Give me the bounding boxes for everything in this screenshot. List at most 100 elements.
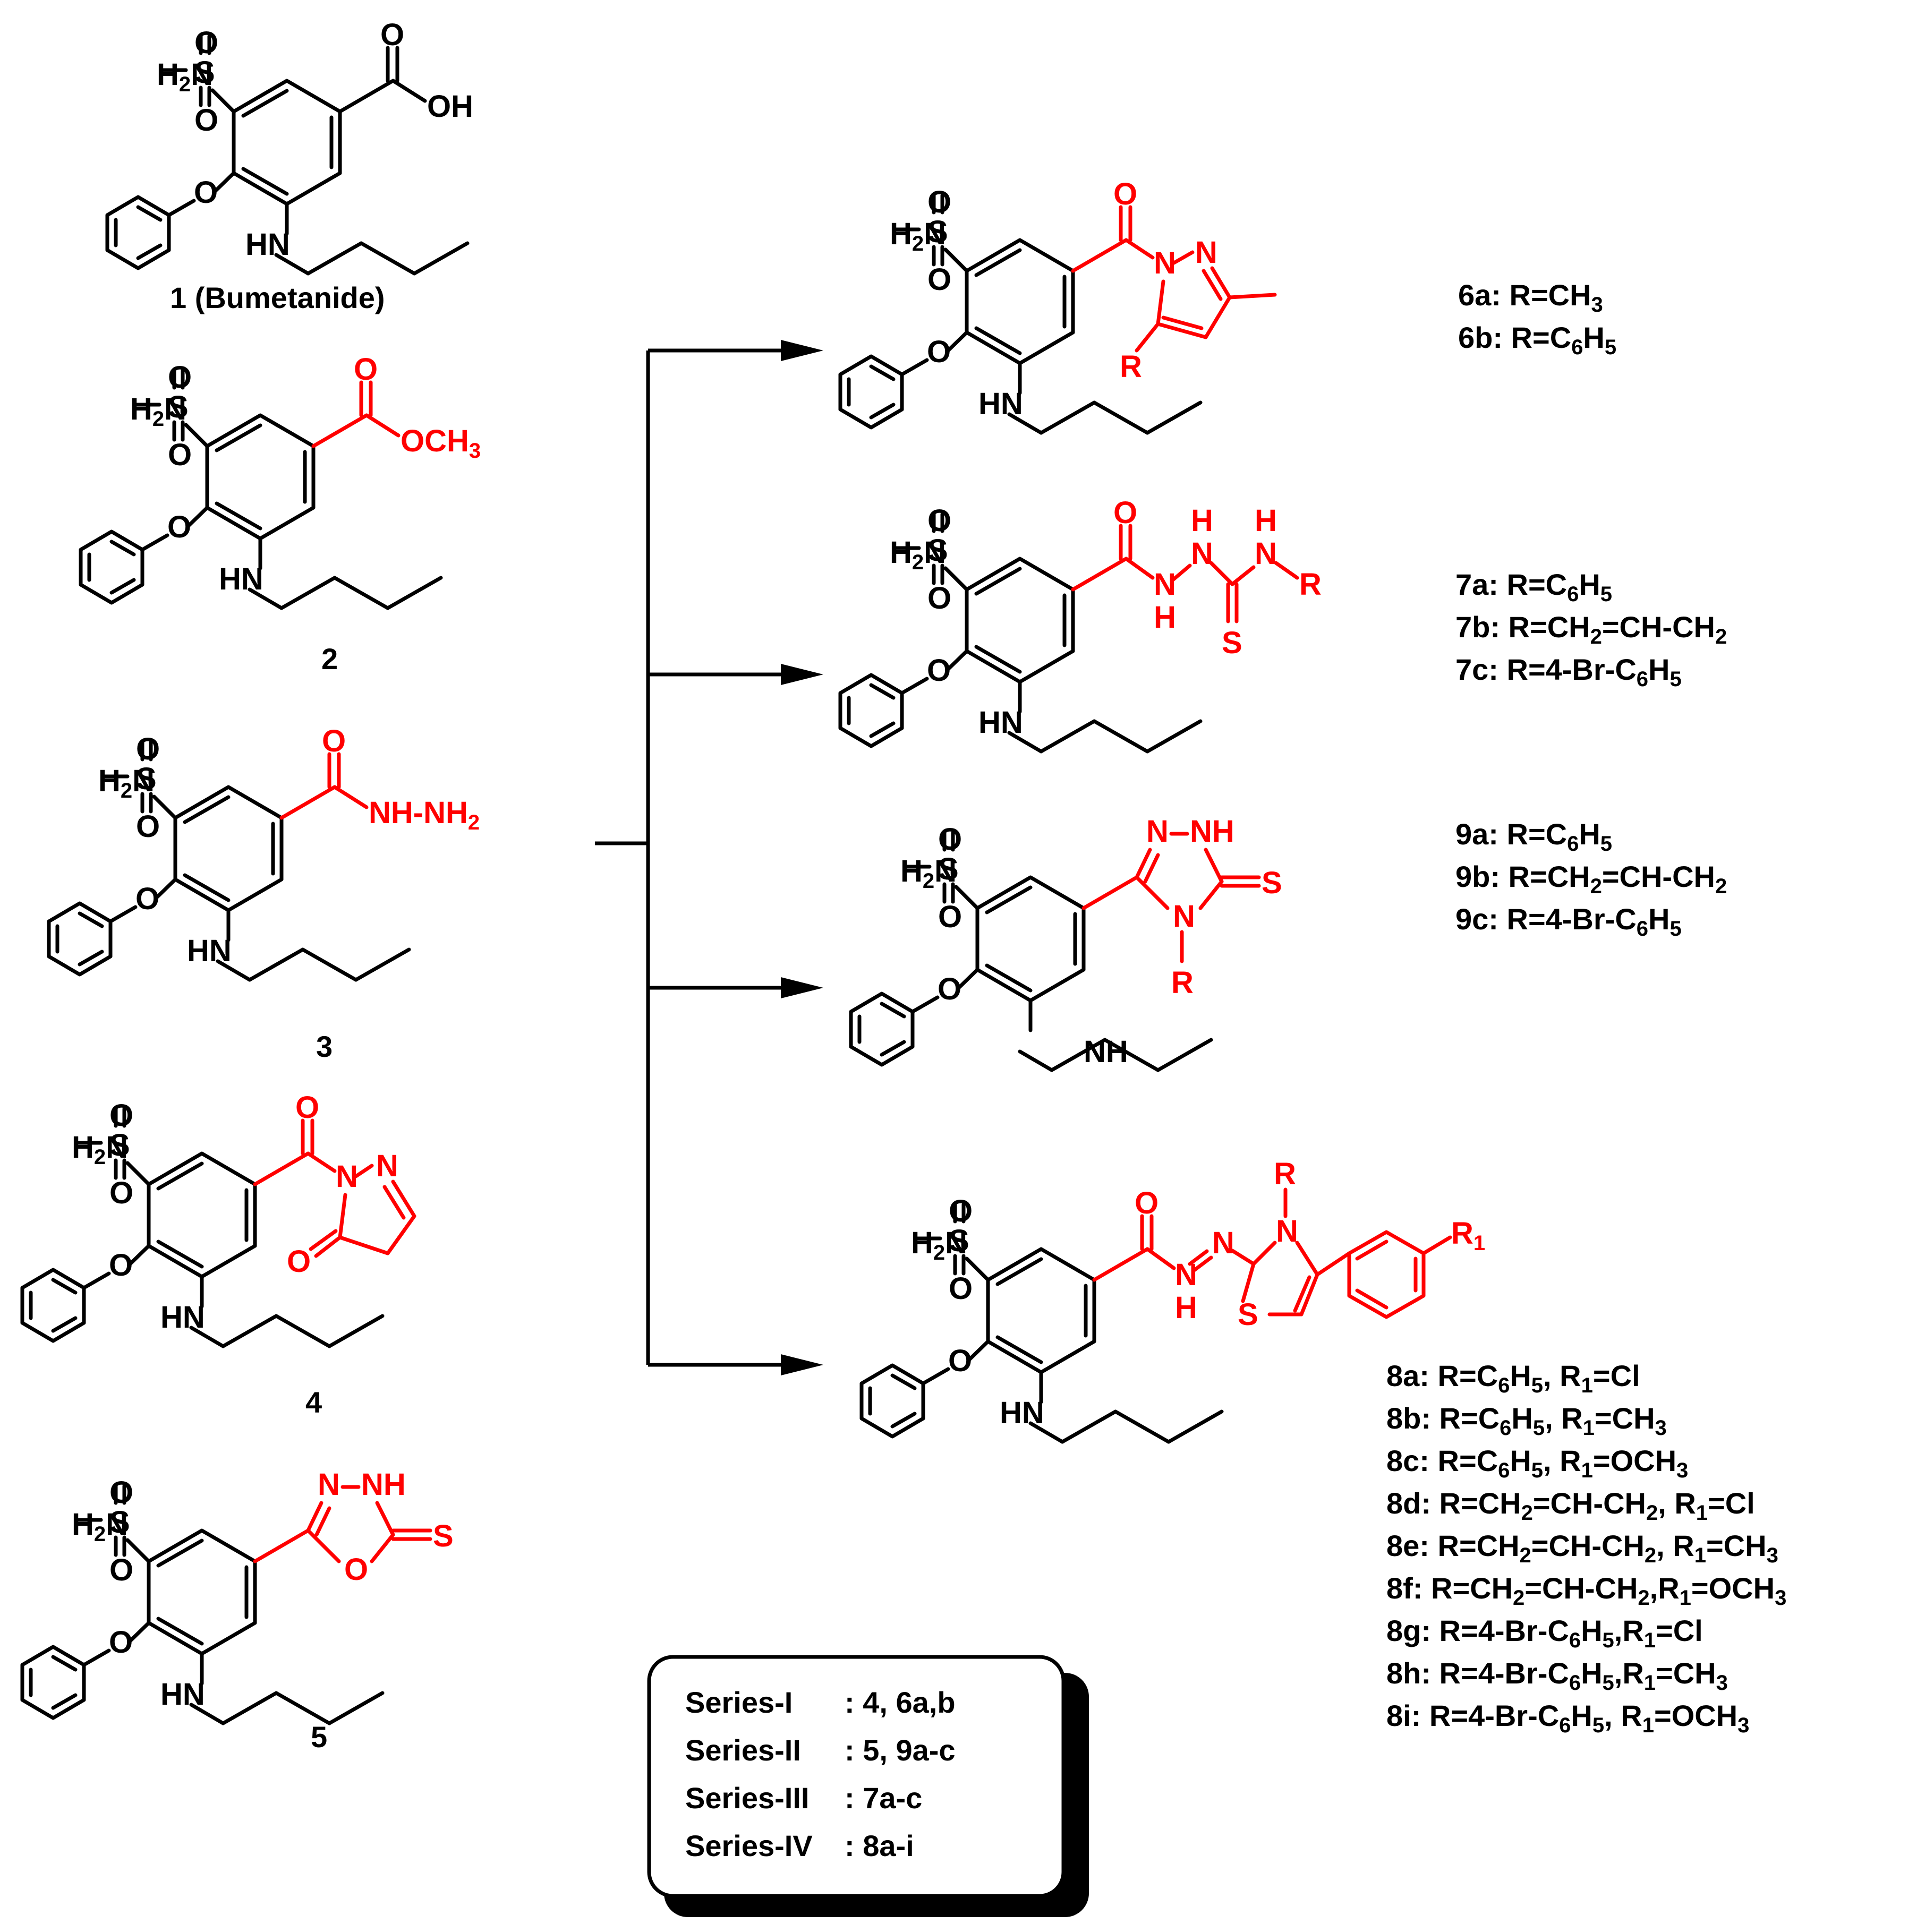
svg-text:O: O (927, 335, 951, 369)
series-members: : 5, 9a-c (845, 1733, 956, 1767)
svg-text:S: S (927, 533, 948, 568)
svg-text:O: O (938, 822, 962, 857)
svg-text:H: H (1154, 600, 1176, 635)
substituent-6a: 6a: R=CH3 (1458, 278, 1603, 317)
carbonyl-oxygen: O (380, 18, 404, 52)
series-members: : 4, 6a,b (845, 1686, 956, 1719)
svg-text:N: N (1154, 567, 1176, 602)
svg-text:H2N: H2N (900, 854, 957, 893)
substituent-8a: 8a: R=C6H5, R1=Cl (1386, 1359, 1640, 1397)
r1-label: R1 (1451, 1216, 1485, 1255)
svg-text:O: O (1113, 495, 1137, 530)
substituents-7: 7a: R=C6H5 7b: R=CH2=CH-CH2 7c: R=4-Br-C… (1455, 568, 1727, 691)
svg-text:S: S (168, 390, 189, 424)
compound-2: H2N S O O O HN O OCH3 2 (81, 352, 481, 676)
svg-text:N: N (1212, 1226, 1234, 1260)
svg-text:O: O (109, 1553, 133, 1587)
svg-text:O: O (1113, 177, 1137, 211)
svg-text:O: O (927, 653, 951, 688)
substituent-6b: 6b: R=C6H5 (1458, 321, 1616, 359)
substituent-8f: 8f: R=CH2=CH-CH2,R1=OCH3 (1386, 1571, 1786, 1610)
substituent-9b: 9b: R=CH2=CH-CH2 (1455, 860, 1727, 898)
oxygen-atom: O (194, 103, 218, 138)
svg-text:H2N: H2N (890, 217, 946, 255)
svg-text:N: N (1146, 814, 1169, 849)
svg-text:HN: HN (978, 705, 1023, 740)
svg-text:S: S (109, 1505, 130, 1540)
substituents-9: 9a: R=C6H5 9b: R=CH2=CH-CH2 9c: R=4-Br-C… (1455, 817, 1727, 941)
substituent-8e: 8e: R=CH2=CH-CH2, R1=CH3 (1386, 1529, 1778, 1567)
svg-text:N: N (1191, 536, 1213, 571)
svg-text:R: R (1274, 1157, 1296, 1191)
svg-text:O: O (948, 1344, 972, 1378)
svg-text:O: O (168, 438, 192, 472)
ether-oxygen: O (194, 175, 218, 210)
svg-text:NH: NH (1084, 1035, 1128, 1069)
svg-text:S: S (433, 1519, 454, 1553)
svg-text:H2N: H2N (890, 535, 946, 574)
svg-text:O: O (136, 732, 160, 766)
svg-text:O: O (344, 1552, 368, 1587)
svg-text:HN: HN (187, 934, 232, 968)
compound-label: 5 (311, 1720, 327, 1754)
svg-text:HN: HN (978, 387, 1023, 421)
svg-text:O: O (135, 882, 159, 916)
sulfur-atom: S (194, 55, 215, 90)
svg-text:N: N (1173, 899, 1195, 934)
compound-7: H2N S O O O HN O N H N H S N H R (840, 495, 1322, 751)
svg-text:H2N: H2N (72, 1130, 128, 1169)
svg-text:O: O (354, 352, 378, 387)
svg-text:HN: HN (219, 562, 263, 596)
svg-text:O: O (927, 503, 951, 538)
series-name: Series-III (685, 1781, 809, 1815)
svg-text:NH: NH (1190, 814, 1234, 849)
oxygen-atom: O (194, 25, 218, 60)
hydrazide-label: NH-NH2 (369, 796, 480, 834)
svg-text:S: S (927, 215, 948, 249)
series-legend: Series-I : 4, 6a,b Series-II : 5, 9a-c S… (647, 1655, 1089, 1917)
substituent-8g: 8g: R=4-Br-C6H5,R1=Cl (1386, 1614, 1703, 1652)
svg-text:R: R (1120, 349, 1142, 384)
hydroxyl-label: OH (427, 89, 473, 124)
svg-text:O: O (167, 510, 191, 544)
amine-label: HN (245, 227, 290, 262)
substituents-8: 8a: R=C6H5, R1=Cl 8b: R=C6H5, R1=CH3 8c:… (1386, 1359, 1786, 1737)
compound-label: 2 (321, 642, 338, 676)
svg-text:O: O (938, 972, 961, 1006)
svg-text:H2N: H2N (98, 764, 155, 802)
svg-text:S: S (1262, 866, 1282, 900)
svg-text:O: O (927, 262, 951, 297)
svg-text:O: O (927, 185, 951, 219)
substituent-8i: 8i: R=4-Br-C6H5, R1=OCH3 (1386, 1699, 1749, 1737)
svg-text:O: O (1135, 1186, 1159, 1220)
svg-text:R: R (1299, 567, 1322, 602)
svg-text:O: O (949, 1271, 973, 1306)
svg-text:O: O (949, 1194, 973, 1228)
svg-text:O: O (109, 1625, 133, 1660)
svg-text:O: O (322, 724, 346, 758)
reaction-arrows (595, 340, 823, 1375)
svg-text:H2N: H2N (130, 392, 186, 431)
substituent-9a: 9a: R=C6H5 (1455, 817, 1612, 856)
svg-text:N: N (318, 1467, 340, 1502)
compound-6: H2N S O O O HN O N N R (840, 177, 1277, 433)
compound-5: H2N S O O O HN N NH O S 5 (22, 1467, 454, 1754)
svg-text:S: S (938, 852, 959, 886)
svg-text:O: O (136, 809, 160, 844)
compound-1: H2N S O O O HN O OH 1 (Bumetanide) (107, 18, 473, 314)
substituent-9c: 9c: R=4-Br-C6H5 (1455, 902, 1682, 941)
svg-text:R: R (1171, 965, 1194, 1000)
svg-text:H2N: H2N (911, 1226, 967, 1264)
svg-text:N: N (1195, 235, 1217, 270)
substituent-7a: 7a: R=C6H5 (1455, 568, 1612, 606)
svg-text:O: O (109, 1098, 133, 1133)
series-members: : 7a-c (845, 1781, 922, 1815)
svg-text:H2N: H2N (72, 1507, 128, 1546)
svg-text:HN: HN (1000, 1396, 1044, 1430)
svg-text:O: O (109, 1176, 133, 1210)
svg-text:H: H (1175, 1290, 1197, 1325)
series-name: Series-IV (685, 1829, 813, 1862)
svg-text:N: N (376, 1149, 398, 1183)
compound-8: H2N S O O O HN O N H N N R S R1 (862, 1157, 1485, 1442)
compound-label: 1 (Bumetanide) (170, 281, 385, 314)
